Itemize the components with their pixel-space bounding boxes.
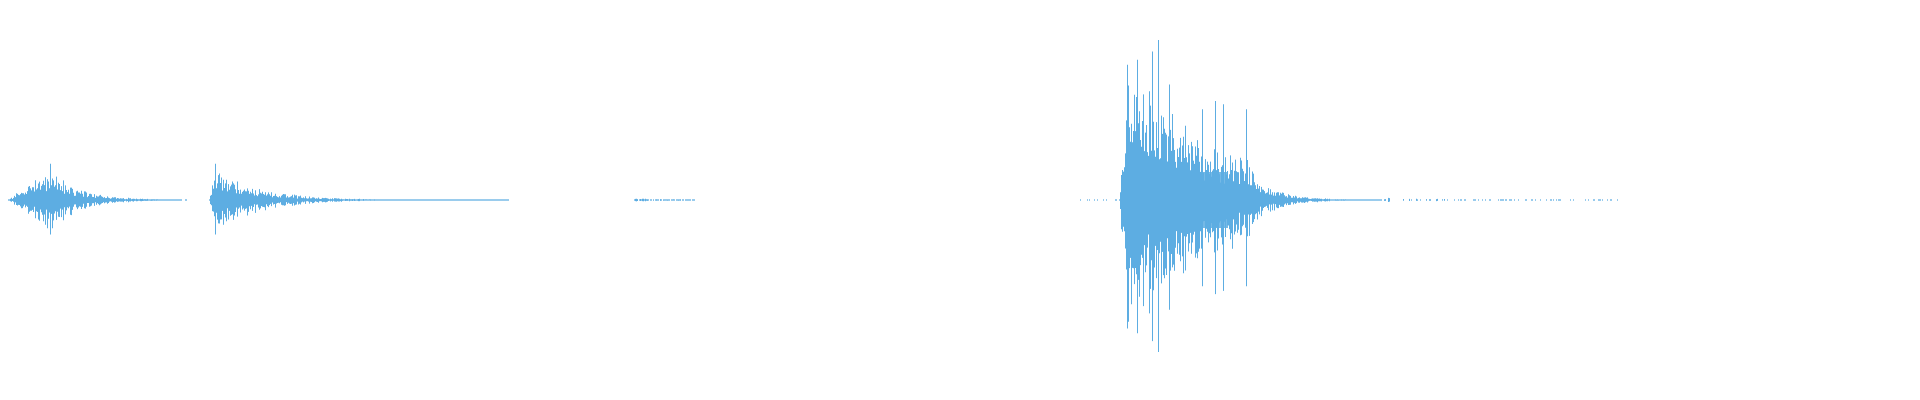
waveform-path: [8, 40, 1618, 352]
waveform-samples: [8, 40, 1618, 352]
waveform-dense-core: [1125, 172, 1228, 228]
